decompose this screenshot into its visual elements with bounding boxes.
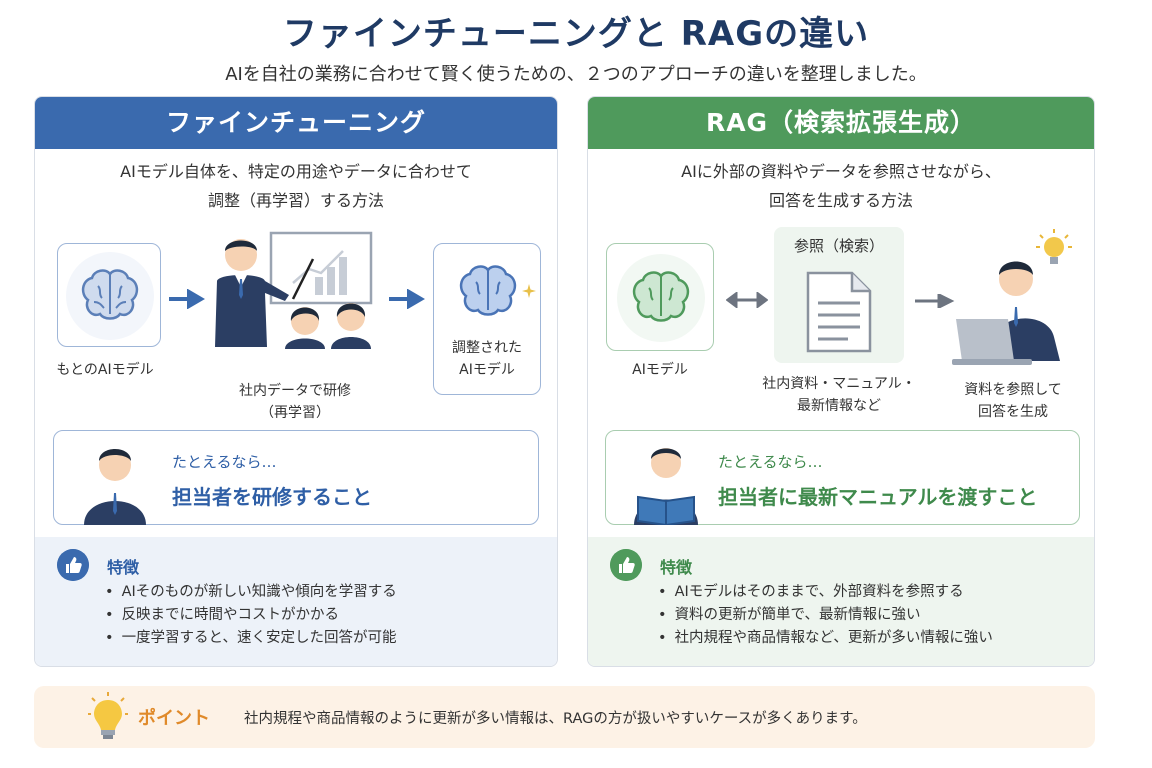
brain-icon bbox=[66, 252, 154, 340]
analogy-text: 担当者に最新マニュアルを渡すこと bbox=[718, 485, 1038, 509]
point-text: 社内規程や商品情報のように更新が多い情報は、RAGの方が扱いやすいケースが多くあ… bbox=[244, 711, 867, 727]
desc-line: 調整（再学習）する方法 bbox=[207, 191, 384, 210]
rag-panel: RAG（検索拡張生成） AIに外部の資料やデータを参照させながら、 回答を生成す… bbox=[587, 96, 1095, 667]
fine-tuning-description: AIモデル自体を、特定の用途やデータに合わせて 調整（再学習）する方法 bbox=[35, 157, 557, 215]
double-arrow-icon bbox=[726, 292, 768, 308]
caption-line: 社内資料・マニュアル・ bbox=[762, 376, 916, 392]
features-title: 特徴 bbox=[660, 558, 693, 577]
original-model-box bbox=[57, 243, 161, 347]
tuned-model-caption: 調整された AIモデル bbox=[433, 337, 541, 381]
brain-icon bbox=[459, 265, 517, 316]
thumbs-up-icon bbox=[57, 549, 89, 581]
features-list: AIそのものが新しい知識や傾向を学習する 反映までに時間やコストがかかる 一度学… bbox=[105, 581, 397, 650]
caption-line: 資料を参照して bbox=[964, 382, 1062, 398]
caption-line: 回答を生成 bbox=[978, 404, 1048, 420]
tuned-model-box bbox=[433, 243, 541, 395]
list-item: AIそのものが新しい知識や傾向を学習する bbox=[105, 581, 397, 604]
rag-features: 特徴 AIモデルはそのままで、外部資料を参照する 資料の更新が簡単で、最新情報に… bbox=[588, 537, 1094, 666]
presenter-icon bbox=[215, 231, 373, 349]
brain-icon bbox=[617, 254, 705, 342]
fine-tuning-panel: ファインチューニング AIモデル自体を、特定の用途やデータに合わせて 調整（再学… bbox=[34, 96, 558, 667]
caption-line: （再学習） bbox=[260, 405, 330, 421]
ai-model-box bbox=[606, 243, 714, 351]
analogy-text: 担当者を研修すること bbox=[172, 485, 372, 509]
reference-box: 参照（検索） bbox=[774, 227, 904, 363]
lightbulb-icon bbox=[88, 692, 128, 739]
document-icon bbox=[806, 271, 872, 353]
person-icon bbox=[84, 449, 146, 525]
list-item: 反映までに時間やコストがかかる bbox=[105, 604, 397, 627]
page-title: ファインチューニングと RAGの違い bbox=[282, 14, 870, 54]
caption-line: 調整された bbox=[452, 340, 522, 356]
fine-tuning-analogy: たとえるなら… 担当者を研修すること bbox=[53, 430, 539, 525]
list-item: 社内規程や商品情報など、更新が多い情報に強い bbox=[658, 627, 993, 650]
reference-caption: 社内資料・マニュアル・ 最新情報など bbox=[744, 373, 934, 417]
reference-label: 参照（検索） bbox=[793, 237, 884, 255]
list-item: AIモデルはそのままで、外部資料を参照する bbox=[658, 581, 993, 604]
answer-caption: 資料を参照して 回答を生成 bbox=[938, 379, 1088, 423]
point-label: ポイント bbox=[138, 708, 210, 729]
arrow-right-icon bbox=[389, 289, 425, 309]
original-model-caption: もとのAIモデル bbox=[56, 362, 154, 378]
thumbs-up-icon bbox=[610, 549, 642, 581]
rag-analogy: たとえるなら… 担当者に最新マニュアルを渡すこと bbox=[605, 430, 1080, 525]
caption-line: 最新情報など bbox=[797, 398, 881, 414]
fine-tuning-features: 特徴 AIそのものが新しい知識や傾向を学習する 反映までに時間やコストがかかる … bbox=[35, 537, 557, 666]
laptop-worker-icon bbox=[952, 229, 1072, 365]
features-title: 特徴 bbox=[107, 558, 140, 577]
caption-line: AIモデル bbox=[459, 362, 515, 378]
list-item: 資料の更新が簡単で、最新情報に強い bbox=[658, 604, 993, 627]
analogy-label: たとえるなら… bbox=[718, 453, 823, 471]
desc-line: AIに外部の資料やデータを参照させながら、 bbox=[681, 162, 1001, 181]
arrow-right-icon bbox=[169, 289, 205, 309]
lightbulb-icon bbox=[1036, 229, 1072, 264]
list-item: 一度学習すると、速く安定した回答が可能 bbox=[105, 627, 397, 650]
training-caption: 社内データで研修 （再学習） bbox=[205, 380, 385, 424]
book-icon bbox=[634, 448, 698, 525]
rag-header: RAG（検索拡張生成） bbox=[588, 97, 1094, 149]
features-list: AIモデルはそのままで、外部資料を参照する 資料の更新が簡単で、最新情報に強い … bbox=[658, 581, 993, 650]
page-subtitle: AIを自社の業務に合わせて賢く使うための、２つのアプローチの違いを整理しました。 bbox=[225, 64, 927, 85]
fine-tuning-header: ファインチューニング bbox=[35, 97, 557, 149]
desc-line: AIモデル自体を、特定の用途やデータに合わせて bbox=[120, 162, 472, 181]
arrow-right-icon bbox=[915, 294, 955, 308]
rag-description: AIに外部の資料やデータを参照させながら、 回答を生成する方法 bbox=[588, 157, 1094, 215]
ai-model-caption: AIモデル bbox=[632, 362, 688, 378]
analogy-label: たとえるなら… bbox=[172, 453, 277, 471]
desc-line: 回答を生成する方法 bbox=[768, 191, 913, 210]
caption-line: 社内データで研修 bbox=[239, 383, 351, 399]
point-banner: ポイント 社内規程や商品情報のように更新が多い情報は、RAGの方が扱いやすいケー… bbox=[34, 686, 1095, 748]
sparkle-icon bbox=[522, 284, 536, 298]
